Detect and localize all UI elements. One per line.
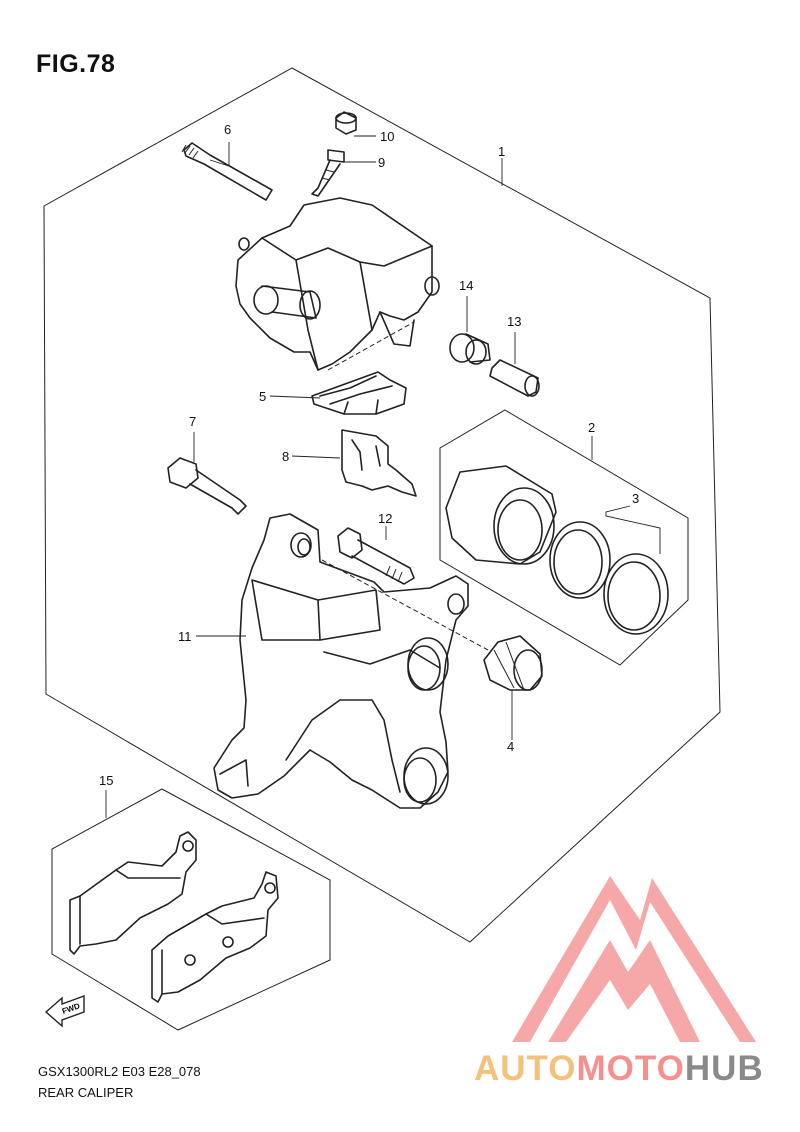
callout-9: 9 (378, 155, 385, 170)
bleeder-cap (335, 111, 357, 135)
slide-pin (181, 142, 273, 201)
watermark-text: AUTOMOTOHUB (474, 1049, 764, 1089)
callout-4: 4 (507, 739, 514, 754)
axis-line (327, 321, 415, 371)
callout-10: 10 (380, 129, 394, 144)
callout-6: 6 (224, 122, 231, 137)
assembly-boundary (43, 67, 721, 943)
callout-12: 12 (378, 511, 392, 526)
callout-7: 7 (189, 414, 196, 429)
figure-title: FIG.78 (36, 50, 116, 78)
brake-pad-rear (151, 871, 279, 1003)
callout-8: 8 (282, 449, 289, 464)
callout-2: 2 (588, 420, 595, 435)
model-code: GSX1300RL2 E03 E28_078 (38, 1064, 201, 1079)
watermark-logo-icon (512, 876, 756, 1042)
forward-arrow-icon: FWD (44, 995, 85, 1028)
watermark-moto: MOTO (576, 1049, 685, 1088)
leader-lines (105, 135, 661, 818)
callout-15: 15 (99, 773, 113, 788)
caliper-body (235, 197, 440, 371)
pad-retainer (341, 429, 417, 497)
piston (445, 465, 557, 565)
callout-11: 11 (178, 629, 192, 644)
brake-pad-front (69, 831, 197, 955)
pad-set-boundary (51, 788, 331, 1031)
caliper-bracket (213, 513, 469, 809)
callout-3: 3 (632, 491, 639, 506)
caliper-bolt (337, 527, 415, 585)
dust-seal (603, 553, 669, 635)
mounting-bolt (167, 457, 247, 515)
watermark-auto: AUTO (474, 1049, 577, 1088)
bush (449, 333, 491, 365)
piston-set-boundary (439, 409, 689, 666)
callout-13: 13 (507, 314, 521, 329)
callout-1: 1 (498, 144, 505, 159)
watermark-hub: HUB (684, 1049, 764, 1088)
section-name: REAR CALIPER (38, 1085, 134, 1100)
bleeder-valve (311, 149, 345, 197)
pad-spring (311, 371, 407, 415)
callout-14: 14 (459, 278, 473, 293)
piston-seal (549, 521, 611, 599)
boot (483, 635, 543, 691)
sleeve (489, 359, 540, 397)
callout-5: 5 (259, 389, 266, 404)
